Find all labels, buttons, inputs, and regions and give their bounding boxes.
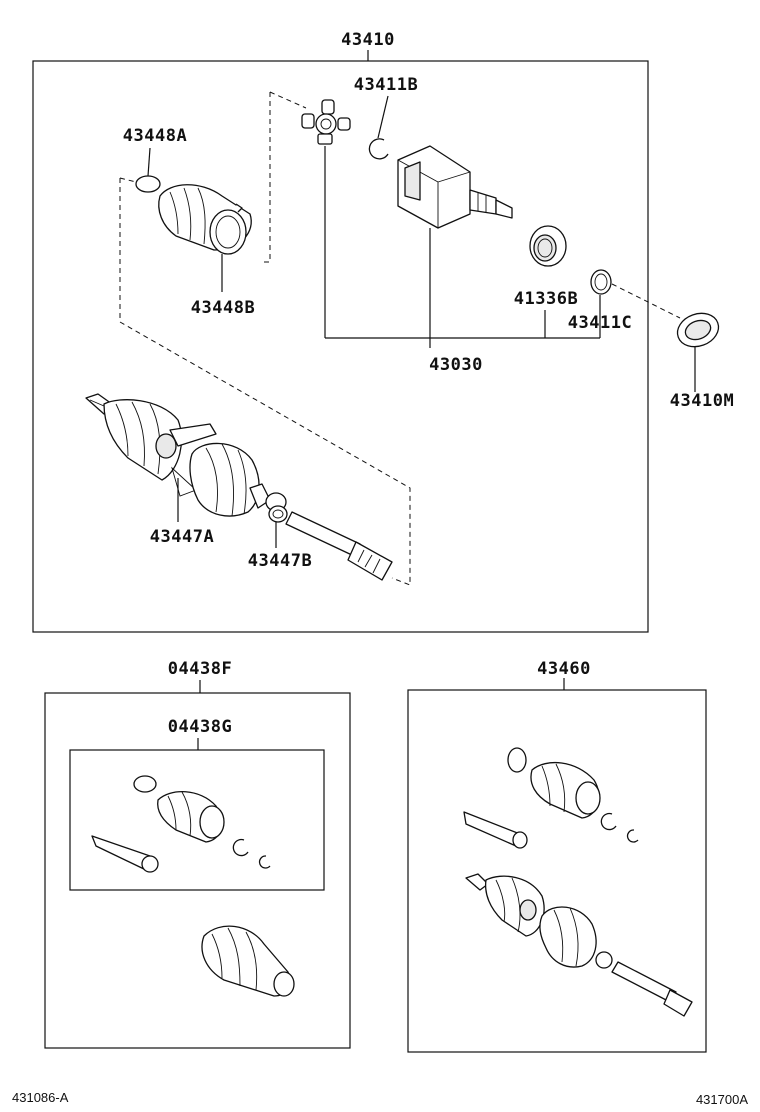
- shaft-assembly-frame: [407, 689, 707, 1053]
- label-43411b: 43411B: [354, 75, 418, 95]
- boot-kit-inner-frame: [69, 749, 325, 891]
- boot-kit-frame: [44, 692, 351, 1049]
- label-43460: 43460: [537, 659, 591, 679]
- label-43448b: 43448B: [191, 298, 255, 318]
- footer-code-left: 431086-A: [12, 1090, 69, 1105]
- label-43411c: 43411C: [568, 313, 632, 333]
- label-41336b: 41336B: [514, 289, 578, 309]
- assembly-frame: [32, 60, 649, 633]
- shaft-assembly-parts: [463, 747, 693, 1017]
- label-43410: 43410: [341, 30, 395, 50]
- snap-ring-c-part: [590, 269, 612, 295]
- label-43030: 43030: [429, 355, 483, 375]
- label-43447b: 43447B: [248, 551, 312, 571]
- boot-kit-outer-boot: [201, 925, 295, 997]
- dust-seal-part: [676, 312, 720, 348]
- inner-boot-part: [158, 184, 252, 255]
- drive-shaft-part: [85, 393, 393, 581]
- boot-clamp-a-part: [135, 175, 161, 193]
- label-43410m: 43410M: [670, 391, 734, 411]
- boot-kit-inner-parts: [91, 775, 271, 873]
- label-04438g: 04438G: [168, 717, 232, 737]
- bearing-part: [529, 225, 567, 267]
- outer-joint-part: [397, 145, 513, 229]
- footer-code-right: 431700A: [696, 1092, 748, 1107]
- label-43448a: 43448A: [123, 126, 187, 146]
- tripod-part: [301, 99, 351, 145]
- label-04438f: 04438F: [168, 659, 232, 679]
- label-43447a: 43447A: [150, 527, 214, 547]
- snap-ring-part: [368, 138, 389, 160]
